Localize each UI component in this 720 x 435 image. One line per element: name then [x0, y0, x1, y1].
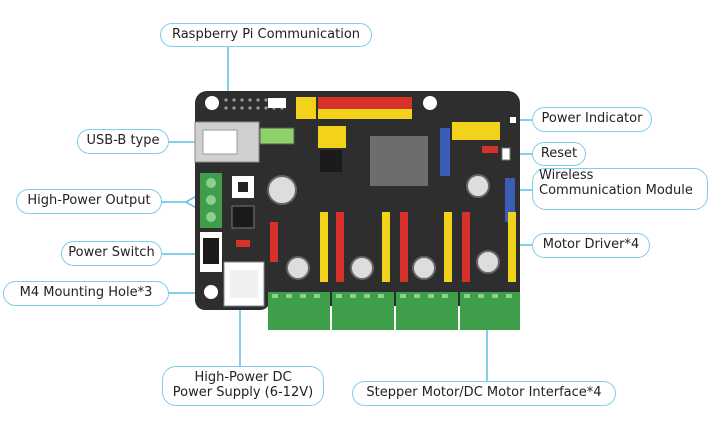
driver-pot-4	[476, 250, 500, 274]
label-motor-interface-text: Stepper Motor/DC Motor Interface*4	[366, 385, 602, 401]
label-power-indicator: Power Indicator	[532, 107, 652, 132]
wireless-header-1	[440, 128, 450, 176]
yellow-header-right	[452, 122, 500, 140]
driver-pot-1	[286, 256, 310, 280]
label-raspberry-pi-communication: Raspberry Pi Communication	[160, 23, 372, 47]
label-dc-power-supply: High-Power DC Power Supply (6-12V)	[162, 366, 324, 406]
wireless-header-2	[505, 178, 515, 222]
motor-terminals	[268, 292, 520, 330]
mounting-hole-top-right	[423, 96, 437, 110]
mounting-hole-top-left	[205, 96, 219, 110]
motor-driver-headers	[320, 212, 516, 282]
label-raspberry-pi-text: Raspberry Pi Communication	[171, 26, 361, 42]
yellow-header-top-left	[296, 97, 316, 119]
label-usb-b-text: USB-B type	[86, 133, 160, 149]
label-motor-driver: Motor Driver*4	[532, 233, 650, 258]
driver-pot-3	[412, 256, 436, 280]
mcu-chip	[370, 136, 428, 186]
label-motor-interface: Stepper Motor/DC Motor Interface*4	[352, 381, 616, 406]
small-chip	[320, 150, 342, 172]
yellow-header-mid	[318, 126, 346, 148]
power-indicator-led	[510, 117, 516, 123]
mounting-hole-bottom	[204, 285, 218, 299]
label-m4-mounting-hole: M4 Mounting Hole*3	[3, 281, 169, 306]
label-power-indicator-text: Power Indicator	[541, 111, 643, 127]
red-header-top	[318, 97, 412, 109]
label-wireless-module: Wireless Communication Module	[532, 168, 708, 210]
label-wireless-line2: Communication Module	[539, 182, 693, 198]
reset-button	[501, 147, 511, 161]
label-power-switch: Power Switch	[61, 241, 162, 266]
label-m4-mounting-hole-text: M4 Mounting Hole*3	[19, 285, 153, 301]
label-dc-supply-line1: High-Power DC	[194, 370, 292, 386]
label-reset-text: Reset	[540, 145, 578, 161]
capacitor	[267, 175, 297, 205]
yellow-header-top	[318, 109, 412, 119]
label-motor-driver-text: Motor Driver*4	[542, 237, 640, 253]
label-high-power-output: High-Power Output	[16, 189, 162, 214]
driver-pot-2	[350, 256, 374, 280]
driver-pot-top	[466, 174, 490, 198]
label-wireless-line1: Wireless	[539, 168, 594, 183]
label-reset: Reset	[532, 142, 586, 166]
green-led-chip	[259, 127, 295, 145]
label-usb-b-type: USB-B type	[77, 129, 169, 154]
label-dc-supply-line2: Power Supply (6-12V)	[172, 385, 314, 400]
label-power-switch-text: Power Switch	[68, 245, 155, 261]
label-high-power-output-text: High-Power Output	[27, 193, 151, 209]
